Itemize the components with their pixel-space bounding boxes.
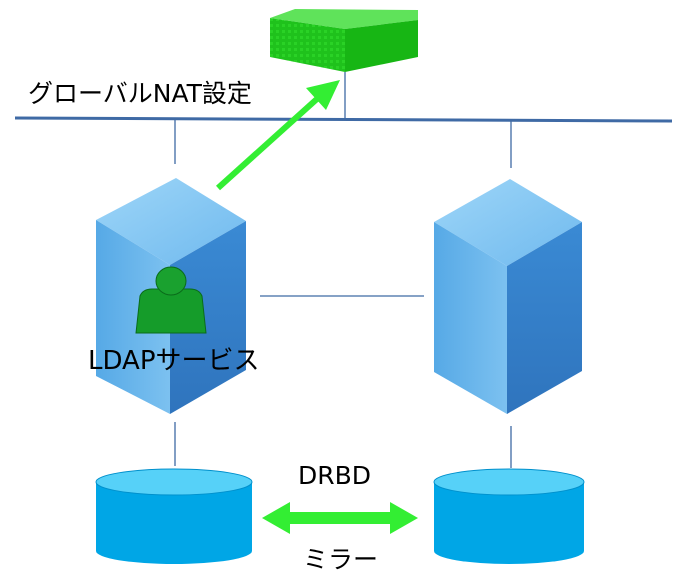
network-bus-line [14,116,673,123]
drbd-label: DRBD [298,461,372,490]
disk-cylinder-icon [433,468,585,564]
ldap-service-label: LDAPサービス [88,346,260,376]
double-arrow-icon [262,502,418,534]
server-icon [434,179,582,414]
server-icon [96,178,246,414]
network-links [14,72,673,468]
router-box-icon [270,9,418,72]
mirror-label: ミラー [303,545,379,574]
arrow-up-right-icon [215,80,340,191]
disk-cylinder-icon [95,468,253,564]
nat-config-label: グローバルNAT設定 [28,79,252,108]
user-icon [135,266,207,334]
